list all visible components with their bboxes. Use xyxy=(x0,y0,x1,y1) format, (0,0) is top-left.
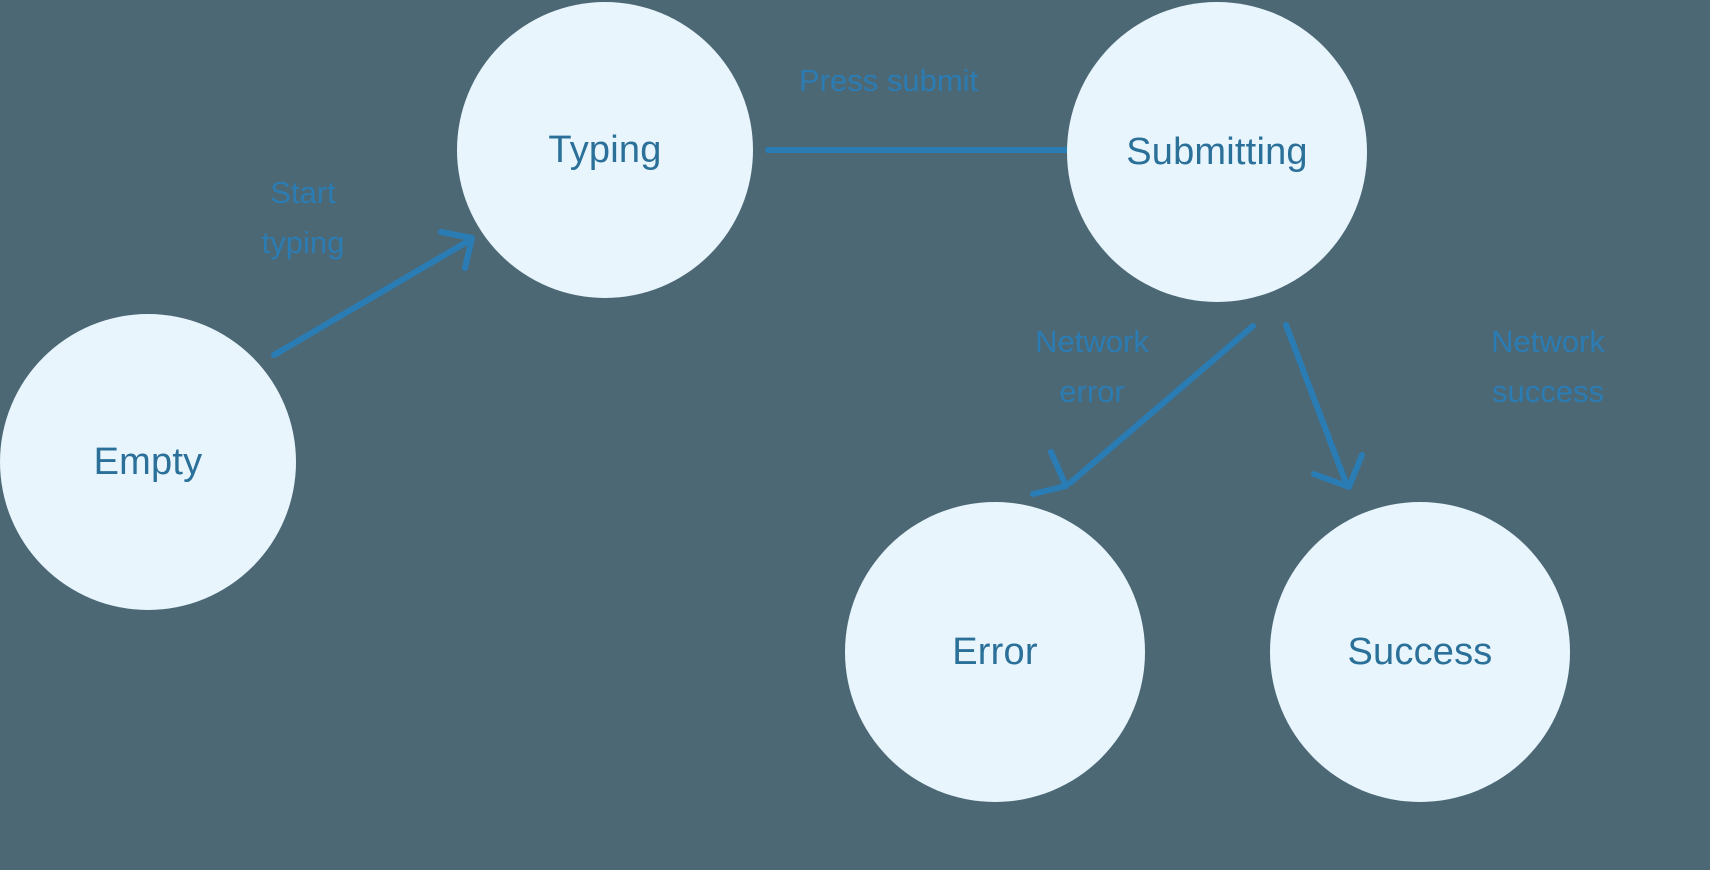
state-node-empty[interactable]: Empty xyxy=(0,314,296,610)
state-node-success[interactable]: Success xyxy=(1270,502,1570,802)
state-node-label-typing: Typing xyxy=(548,129,662,171)
state-node-error[interactable]: Error xyxy=(845,502,1145,802)
state-node-label-error: Error xyxy=(952,631,1038,673)
edge-label-press-submit-line-1: Press submit xyxy=(799,63,979,98)
edge-label-start-typing-line-1: Start xyxy=(270,175,336,210)
state-node-submitting[interactable]: Submitting xyxy=(1067,2,1367,302)
state-node-typing[interactable]: Typing xyxy=(457,2,753,298)
edge-label-start-typing-line-2: typing xyxy=(261,225,345,260)
edge-label-network-success-line-1: Network xyxy=(1491,324,1605,359)
state-node-label-success: Success xyxy=(1347,631,1493,673)
edge-label-network-error-line-1: Network xyxy=(1035,324,1149,359)
edge-label-network-success-line-2: success xyxy=(1492,374,1604,409)
edge-submitting-to-success xyxy=(1283,322,1365,490)
edge-label-network-success: Network success xyxy=(1464,317,1632,417)
state-node-label-submitting: Submitting xyxy=(1126,131,1308,173)
edge-submitting-to-error xyxy=(1030,323,1256,497)
edge-empty-to-typing xyxy=(271,229,475,358)
edge-label-start-typing: Start typing xyxy=(248,168,358,268)
edge-label-press-submit: Press submit xyxy=(799,56,978,106)
state-node-label-empty: Empty xyxy=(93,441,203,483)
edge-label-network-error-line-2: error xyxy=(1059,374,1125,409)
edge-label-network-error: Network error xyxy=(1008,317,1176,417)
